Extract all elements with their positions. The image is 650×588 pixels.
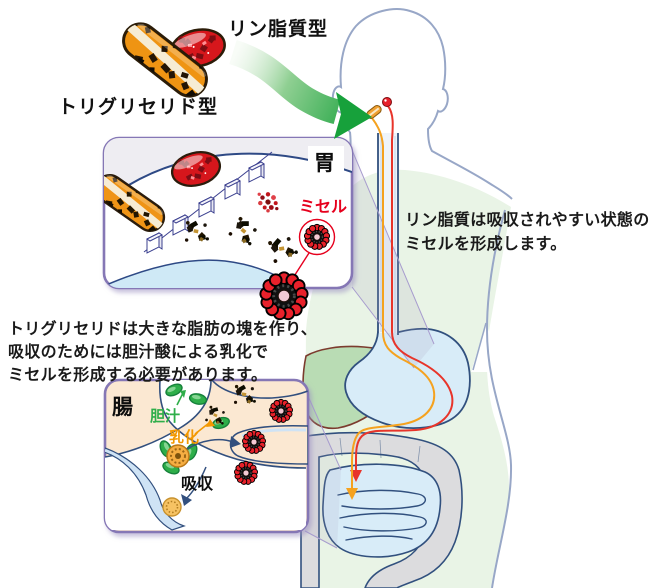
stomach-wall-top: [104, 138, 352, 202]
svg-text:を形成します。: を形成します。: [454, 234, 567, 253]
stomach-fluid-wave: [104, 260, 298, 288]
svg-text:を形成する必要があります。: を形成する必要があります。: [57, 365, 267, 384]
micelle-small: [303, 223, 331, 251]
stomach-label: 胃: [314, 152, 335, 175]
emulsification-label: 乳化: [169, 428, 199, 446]
arm-inner-line: [485, 209, 513, 588]
svg-text:リン脂質は吸収されやすい状態の: リン脂質は吸収されやすい状態の: [405, 210, 650, 229]
stomach-label-box: [308, 146, 344, 176]
intestine-inset: 腸 胆汁 乳化 吸収: [103, 378, 310, 534]
intestine-fold-swoosh: [105, 447, 186, 531]
absorption-arrow-down: [181, 466, 207, 506]
intestine-label: 腸: [112, 396, 133, 419]
triglyceride-path-line: [346, 117, 436, 500]
absorption-label: 吸収: [181, 475, 214, 493]
svg-text:ミセル: ミセル: [8, 367, 57, 384]
intestine-folds: [337, 489, 427, 541]
orange-arrowhead: [346, 488, 358, 500]
svg-text:ミセル: ミセル: [405, 236, 454, 253]
phospholipid-type-label: リン脂質型: [228, 17, 328, 40]
emulsify-arrow: [194, 419, 215, 435]
emulsified-droplet: [157, 438, 200, 477]
triglyceride-type-label: トリグリセリド型: [58, 95, 218, 118]
bile-label: 胆汁: [150, 407, 180, 425]
stomach-inset: 胃 ミセル: [102, 136, 354, 290]
ingestion-arrow: [228, 40, 372, 139]
micelle-label: ミセル: [299, 199, 347, 216]
colon-haustra-lines: [339, 437, 421, 463]
intestine-wall-curve: [211, 380, 308, 399]
head-outline: [331, 8, 513, 200]
svg-text:吸収のためには胆汁酸による乳化で: 吸収のためには胆汁酸による乳化で: [8, 342, 268, 361]
phospholipid-note: リン脂質は吸収されやすい状態の ミセル を形成します。: [405, 210, 650, 253]
bile-arrow: [176, 390, 186, 406]
triglyceride-note: トリグリセリドは大きな脂肪の塊を作り、 吸収のためには胆汁酸による乳化で ミセル…: [8, 319, 317, 384]
intestine-callout-wedge: [304, 395, 342, 549]
svg-text:トリグリセリドは大きな脂肪の塊を作り、: トリグリセリドは大きな脂肪の塊を作り、: [8, 319, 317, 338]
micelle-absorbed: [268, 398, 294, 424]
micelle-absorbed: [241, 429, 267, 455]
micelle-absorbed: [233, 460, 259, 486]
absorbed-droplet: [162, 497, 182, 517]
micelle-large: [258, 270, 310, 322]
notch-edge-line: [472, 322, 487, 371]
absorption-arrow-right: [186, 436, 241, 450]
